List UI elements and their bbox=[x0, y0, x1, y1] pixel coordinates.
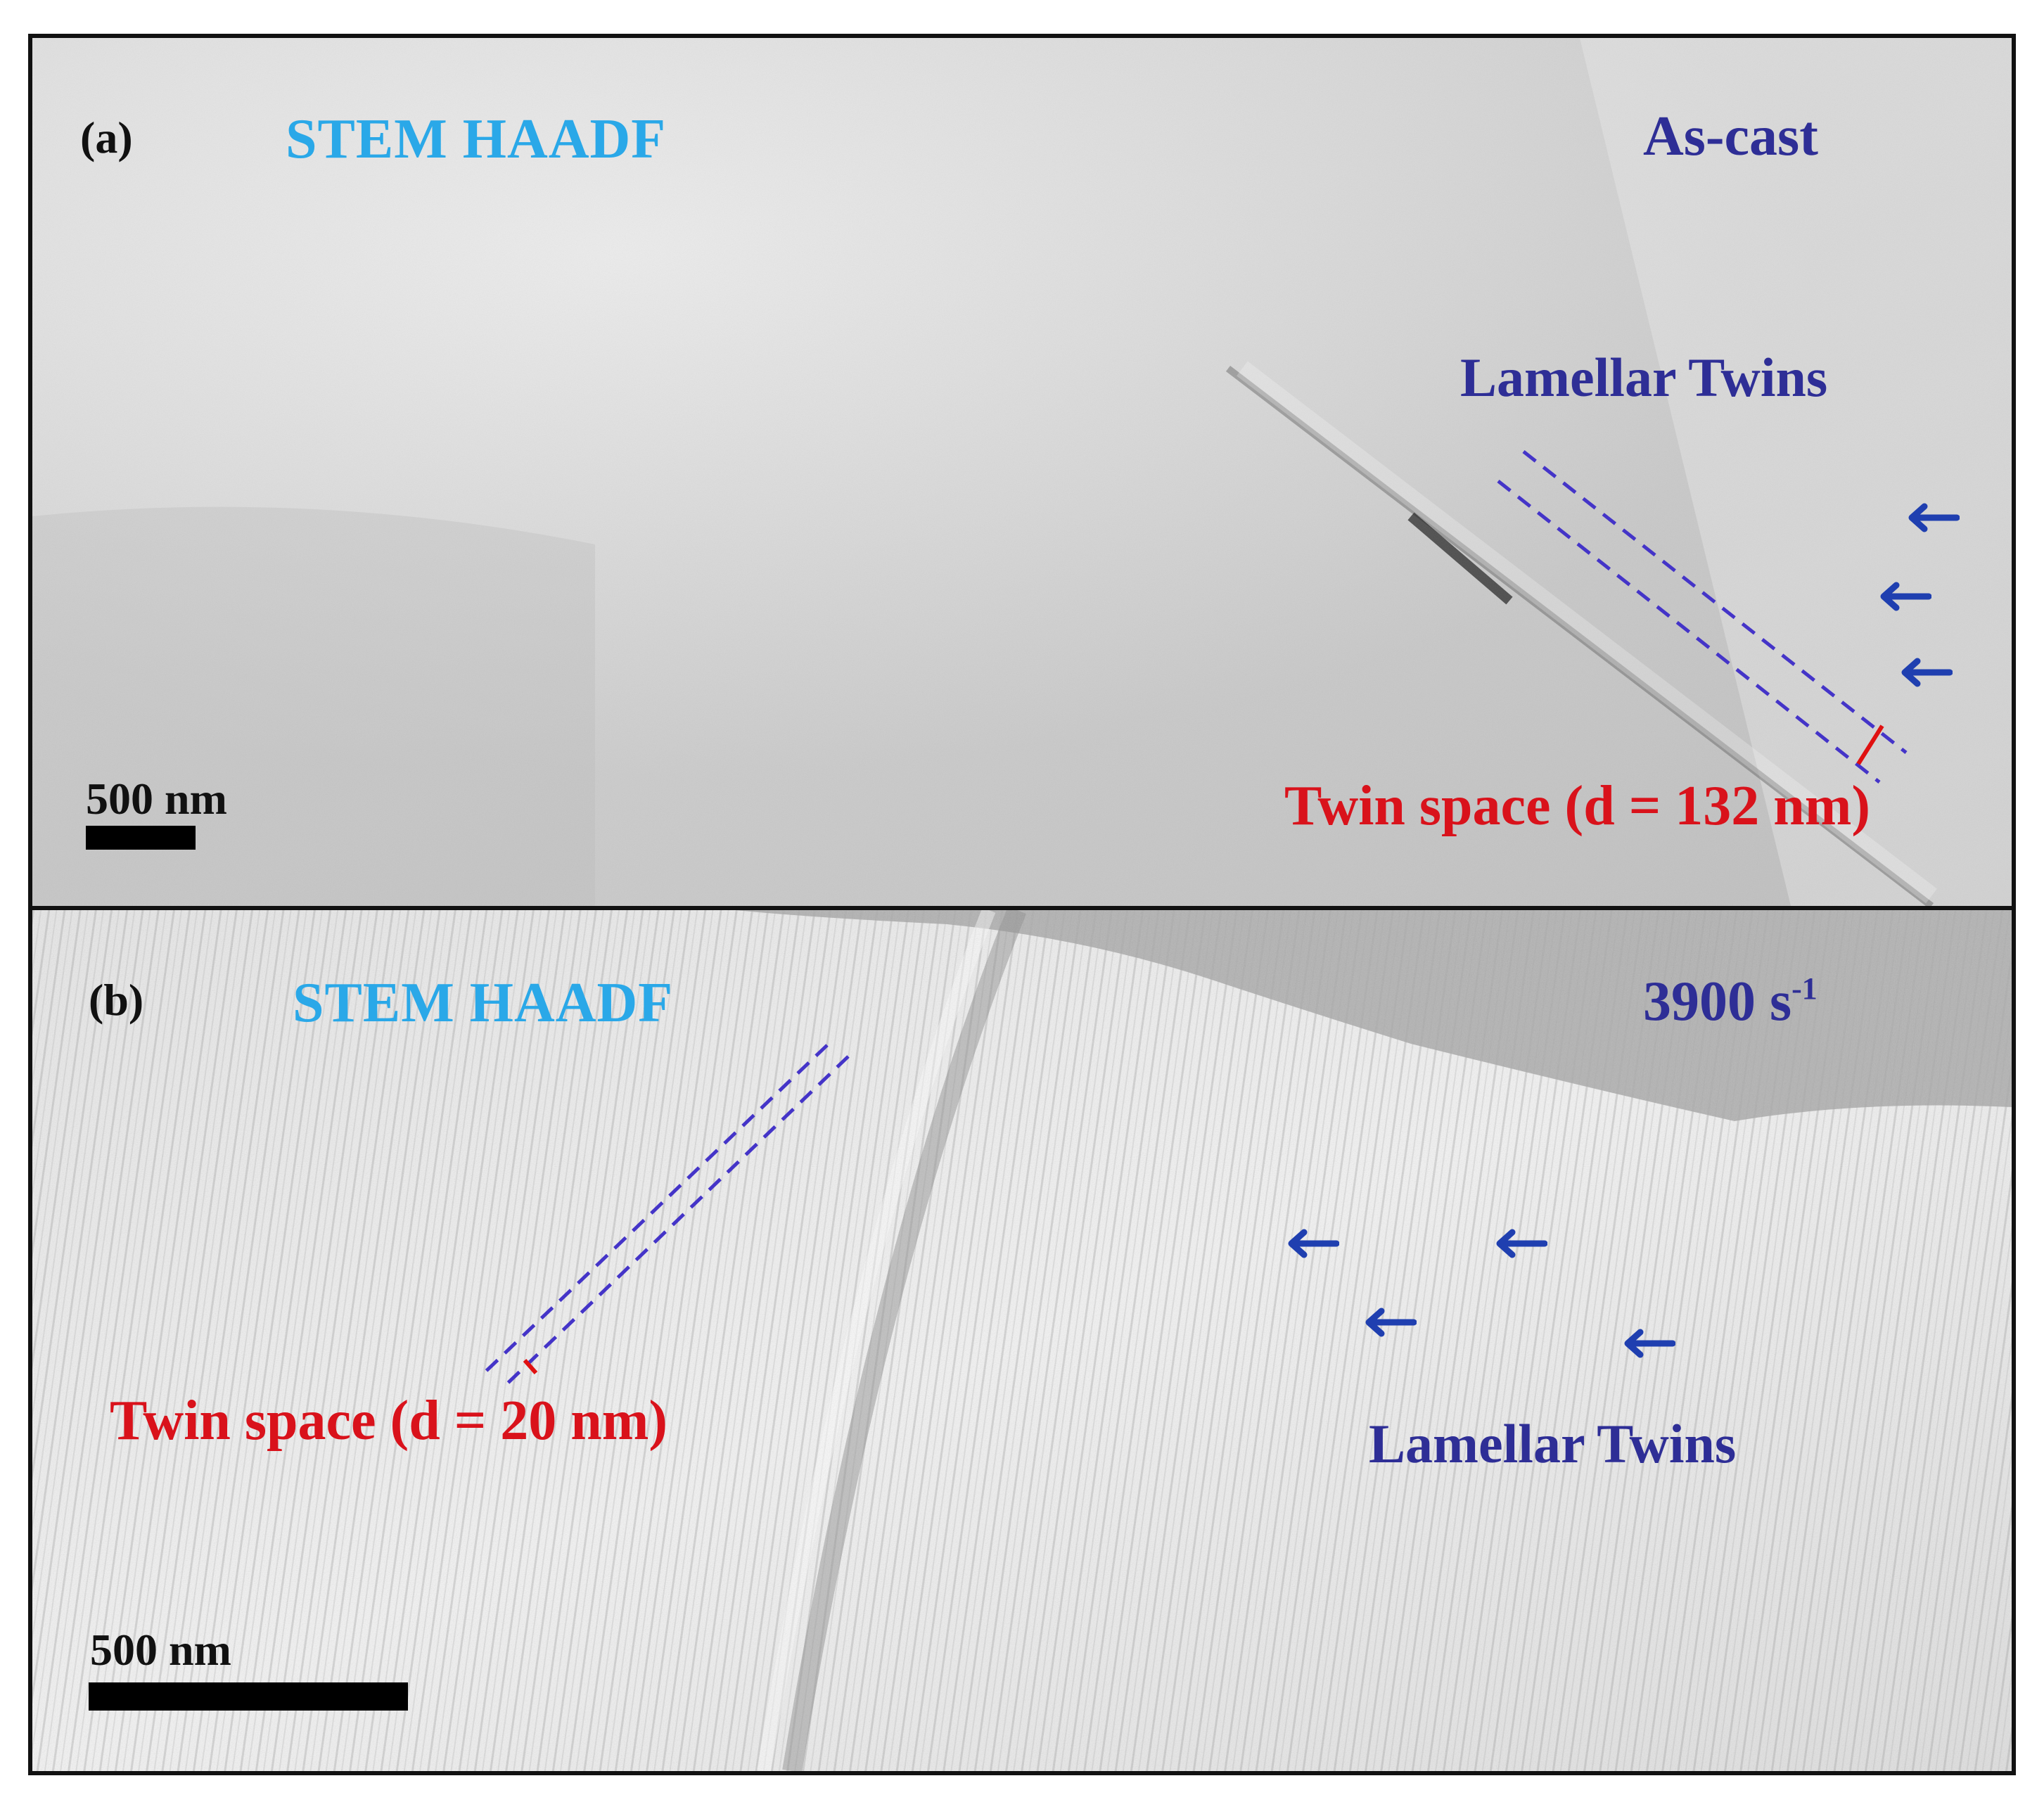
panel-a-micrograph: (a) STEM HAADF As-cast Lamellar Twins Tw… bbox=[28, 34, 2016, 910]
left-arrow-icon bbox=[1288, 1229, 1339, 1258]
panel-a-scale-bar-label: 500 nm bbox=[86, 774, 227, 824]
panel-b-scale-bar bbox=[89, 1682, 408, 1711]
panel-b-twin-spacing-label: Twin space (d = 20 nm) bbox=[110, 1390, 668, 1452]
panel-a-twin-spacing-label: Twin space (d = 132 nm) bbox=[1284, 775, 1871, 837]
panel-a-scale-bar bbox=[86, 826, 196, 850]
left-arrow-icon bbox=[1365, 1308, 1417, 1337]
panel-b-lamellar-twins-label: Lamellar Twins bbox=[1369, 1413, 1737, 1474]
left-arrow-icon bbox=[1901, 658, 1953, 687]
panel-b-micrograph: (b) STEM HAADF 3900 s-1 Lamellar Twins T… bbox=[28, 906, 2016, 1775]
panel-b-strain-rate-exponent: -1 bbox=[1791, 971, 1818, 1006]
panel-a-condition-label: As-cast bbox=[1643, 106, 1818, 167]
panel-b-mode-label: STEM HAADF bbox=[293, 972, 674, 1034]
panel-b-label: (b) bbox=[89, 975, 144, 1025]
panel-a-label: (a) bbox=[80, 113, 133, 162]
left-arrow-icon bbox=[1908, 503, 1960, 532]
panel-b-condition-label: 3900 s-1 bbox=[1643, 973, 1818, 1030]
panel-a-lamellar-twins-label: Lamellar Twins bbox=[1460, 347, 1828, 408]
panel-b-background-image bbox=[32, 910, 2012, 1771]
panel-b-scale-bar-label: 500 nm bbox=[90, 1625, 231, 1675]
panel-b-strain-rate-value: 3900 s bbox=[1643, 971, 1792, 1033]
left-arrow-icon bbox=[1880, 582, 1931, 611]
left-arrow-icon bbox=[1624, 1329, 1675, 1358]
panel-a-mode-label: STEM HAADF bbox=[286, 108, 667, 170]
left-arrow-icon bbox=[1496, 1229, 1547, 1258]
